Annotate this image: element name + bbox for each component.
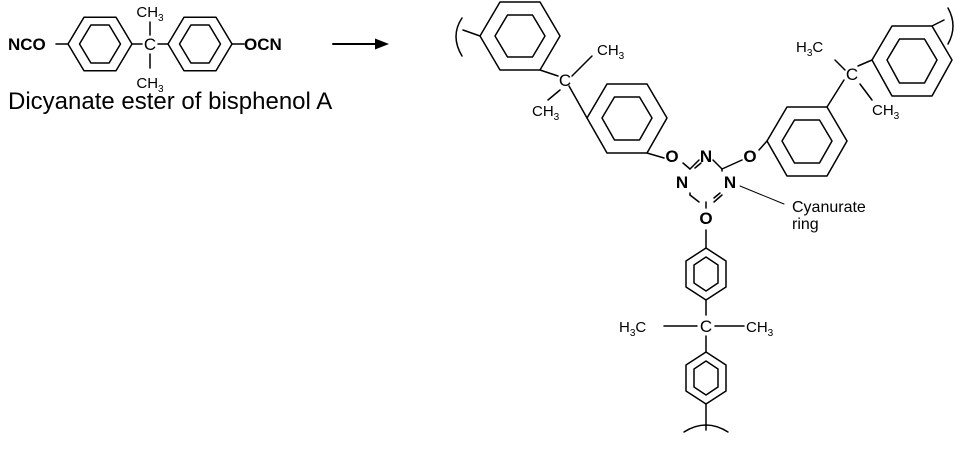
left-carbon-to-methyl-down-bond [547,89,561,101]
bottom-methyl-left: H3C [619,319,646,339]
ocn-end-group: OCN [244,35,282,54]
left-oxygen-to-ring-bond [646,152,665,159]
oxygen-bottom: O [699,209,712,228]
right-carbon-to-upper-ring-bond [857,59,873,67]
product-quaternary-carbon-bottom: C [700,317,712,336]
cyanurate-ring: N N N [676,147,736,203]
right-arrow-icon [332,38,389,50]
left-carbon-to-upper-ring-bond [539,69,559,77]
left-chain-bracket [455,17,463,57]
left-carbon-to-methyl-up-bond [571,55,593,77]
right-carbon-to-methyl-left-bond [834,59,846,71]
reactant-bottom-methyl: CH3 [136,75,164,95]
cyanurate-label-line2: ring [792,216,819,233]
ring-nitrogen-top: N [700,147,712,166]
right-chain-bracket [947,7,954,45]
ring-to-right-oxygen-bond [721,159,743,170]
product-benzene-ring-right-lower [766,106,848,177]
product-benzene-ring-bottom-upper [685,247,727,301]
ring-nitrogen-left: N [676,173,688,192]
reactant-structure: NCO C CH3 CH3 OCN [8,4,282,95]
right-oxygen-to-ring-bond [758,140,768,151]
reactant-quaternary-carbon: C [144,35,156,54]
right-carbon-to-methyl-down-bond [859,83,873,101]
product-structure: N N N O O O Cyanurate ring C CH3 CH3 [455,1,954,433]
ring-to-left-oxygen-bond [682,162,691,170]
product-quaternary-carbon-left: C [559,71,571,90]
ring-nitrogen-right: N [724,173,736,192]
left-methyl-down: CH3 [532,103,560,123]
right-upper-ring-chain-bond [931,19,945,27]
reactant-top-methyl: CH3 [136,4,164,24]
oxygen-right: O [743,147,756,166]
reactant-benzene-ring-left [67,16,133,72]
right-methyl-left: H3C [796,39,823,59]
product-benzene-ring-left-upper [479,1,561,71]
product-benzene-ring-bottom-lower [685,351,727,405]
reactant-benzene-ring-right [167,16,233,72]
left-methyl-up: CH3 [597,42,625,62]
left-upper-ring-chain-bond [462,29,481,37]
left-lower-ring-to-carbon-bond [568,85,588,119]
cyanurate-annotation-leader [739,185,785,205]
right-lower-ring-to-carbon-bond [826,79,845,108]
right-methyl-down: CH3 [872,102,900,122]
product-quaternary-carbon-right: C [846,65,858,84]
bottom-chain-bracket [683,424,729,433]
cyanurate-label-line1: Cyanurate [792,199,866,216]
reactant-caption: Dicyanate ester of bisphenol A [8,88,333,115]
oxygen-left: O [665,147,678,166]
nco-end-group: NCO [8,35,46,54]
product-benzene-ring-right-upper [871,25,953,97]
product-benzene-ring-left-lower [586,83,668,154]
bottom-methyl-right: CH3 [746,319,774,339]
